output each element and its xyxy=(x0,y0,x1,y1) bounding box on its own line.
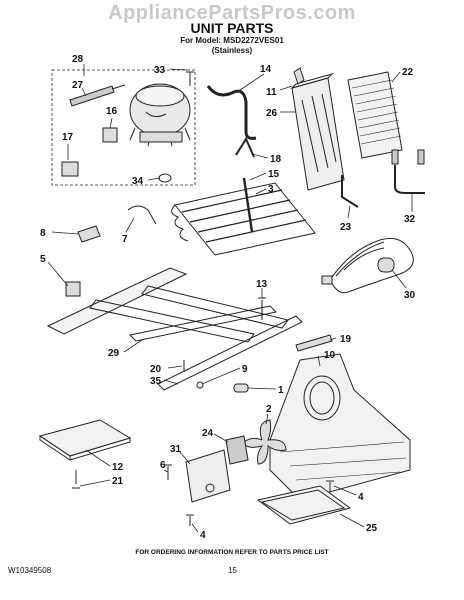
callout-4-lower: 4 xyxy=(200,530,206,541)
callout-28: 28 xyxy=(72,54,84,65)
callout-26: 26 xyxy=(266,108,278,119)
callout-32: 32 xyxy=(404,214,416,225)
page-title: UNIT PARTS xyxy=(190,20,274,36)
screw-33-drawing xyxy=(186,71,194,86)
callout-34: 34 xyxy=(132,176,144,187)
drain-pan-drawing xyxy=(256,485,352,525)
condenser-panel-drawing xyxy=(290,73,345,191)
callout-8: 8 xyxy=(40,228,46,239)
relay-drawing xyxy=(102,127,118,143)
callout-labels: 28 27 16 17 33 14 11 26 22 18 15 3 34 8 … xyxy=(40,54,416,541)
wire-harness-drawing xyxy=(321,237,414,294)
tube-18-drawing xyxy=(235,136,255,158)
callout-4-right: 4 xyxy=(358,492,364,503)
fan-shroud-drawing xyxy=(269,353,411,501)
capacitor-drawing xyxy=(69,85,115,107)
compressor-drawing xyxy=(129,83,191,147)
callout-5: 5 xyxy=(40,254,46,265)
callout-14: 14 xyxy=(260,64,272,75)
callout-7: 7 xyxy=(122,234,128,245)
callout-31: 31 xyxy=(170,444,182,455)
compressor-group-box xyxy=(51,69,196,186)
cover-plate-drawing xyxy=(38,419,132,461)
motor-bracket-drawing xyxy=(185,449,231,503)
callout-16: 16 xyxy=(106,106,118,117)
model-finish: (Stainless) xyxy=(211,46,253,55)
model-info: For Model: MSD2272VES01 (Stainless) xyxy=(0,36,464,56)
callout-22: 22 xyxy=(402,67,414,78)
callout-30: 30 xyxy=(404,290,416,301)
callout-35: 35 xyxy=(150,376,162,387)
callout-29: 29 xyxy=(108,348,120,359)
page-number: 15 xyxy=(228,566,237,575)
callout-21: 21 xyxy=(112,476,124,487)
callout-11: 11 xyxy=(266,87,277,98)
leader-lines xyxy=(47,64,413,533)
callout-25: 25 xyxy=(366,523,378,534)
callout-17: 17 xyxy=(62,132,74,143)
callout-2: 2 xyxy=(266,404,272,415)
callout-24: 24 xyxy=(202,428,214,439)
tube-14-drawing xyxy=(206,85,257,140)
callout-13: 13 xyxy=(256,279,268,290)
drain-tube-drawing xyxy=(341,175,359,208)
base-frame-drawing xyxy=(46,267,303,391)
callout-27: 27 xyxy=(72,80,84,91)
document-number: W10349508 xyxy=(8,566,52,575)
callout-15: 15 xyxy=(268,169,280,180)
model-number: For Model: MSD2272VES01 xyxy=(180,36,284,45)
evaporator-drawing xyxy=(171,182,316,256)
callout-18: 18 xyxy=(270,154,282,165)
condenser-drawing xyxy=(347,71,403,159)
thermistor-drawing xyxy=(394,165,425,194)
callout-12: 12 xyxy=(112,462,124,473)
callout-33: 33 xyxy=(154,65,166,76)
fan-motor-drawing xyxy=(225,435,249,465)
callout-6: 6 xyxy=(160,460,166,471)
fan-blade-drawing xyxy=(243,419,287,465)
callout-3: 3 xyxy=(268,184,274,195)
callout-1: 1 xyxy=(278,385,284,396)
callout-20: 20 xyxy=(150,364,162,375)
callout-19: 19 xyxy=(340,334,352,345)
callout-23: 23 xyxy=(340,222,352,233)
drain-cap-drawing xyxy=(77,225,101,243)
overload-drawing xyxy=(61,161,79,177)
callout-10: 10 xyxy=(324,350,336,361)
callout-9: 9 xyxy=(242,364,248,375)
watermark: AppliancePartsPros.com xyxy=(108,2,356,24)
ordering-note: FOR ORDERING INFORMATION REFER TO PARTS … xyxy=(135,549,329,556)
